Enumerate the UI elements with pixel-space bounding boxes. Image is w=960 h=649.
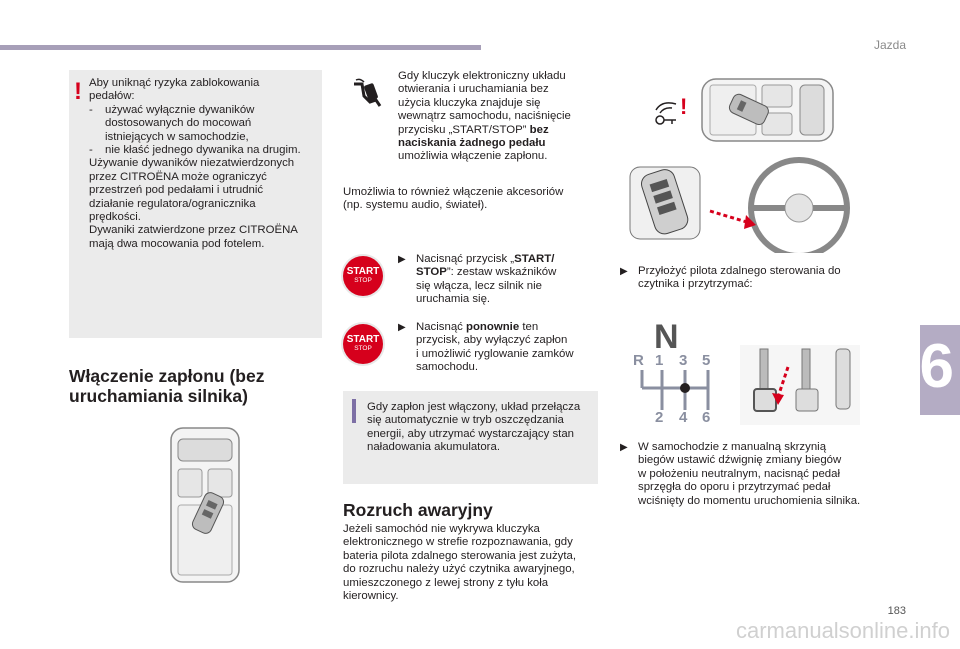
car-top-view-illustration: [700, 77, 835, 143]
bullet-arrow-icon: ▶: [620, 442, 628, 453]
info-box: [343, 391, 598, 484]
section-heading-ignition: Włączenie zapłonu (bez uruchamiania siln…: [69, 366, 265, 406]
info-icon: [352, 399, 356, 423]
warning-text: Aby uniknąć ryzyka zablokowania pedałów:…: [89, 77, 321, 251]
bullet-arrow-icon: ▶: [398, 322, 406, 333]
step-clutch-neutral: ▶ W samochodzie z manualną skrzynią bieg…: [620, 441, 861, 507]
header-bar: [0, 45, 481, 50]
watermark: carmanualsonline.info: [735, 618, 950, 643]
key-warning-icon: [652, 98, 692, 126]
ignition-intro: Gdy kluczyk elektroniczny układu otwiera…: [398, 70, 571, 163]
pedals-illustration: [740, 345, 860, 425]
warning-box: [69, 70, 322, 338]
keyless-hand-icon: [350, 78, 384, 110]
warning-icon: !: [74, 78, 82, 105]
accessories-text: Umożliwia to również włączenie akcesorió…: [343, 186, 564, 212]
step-press-again: ▶ Nacisnąć ponownie ten przycisk, aby wy…: [398, 321, 574, 374]
car-top-view-illustration: [168, 425, 242, 585]
step-press-start: ▶ Nacisnąć przycisk „START/ STOP”: zesta…: [398, 253, 557, 306]
chapter-tab: [920, 325, 960, 415]
chapter-number: 6: [919, 332, 954, 401]
section-heading-emergency: Rozruch awaryjny: [343, 500, 493, 520]
gear-pattern-diagram: [630, 350, 720, 430]
step-hold-remote: ▶ Przyłożyć pilota zdalnego sterowania d…: [620, 265, 841, 291]
bullet-arrow-icon: ▶: [398, 254, 406, 265]
list-item: -używać wyłącznie dywaników: [89, 103, 255, 116]
page-number: 183: [887, 605, 906, 617]
emergency-text: Jeżeli samochód nie wykrywa kluczyka ele…: [343, 523, 577, 603]
steering-reader-illustration: [624, 153, 854, 253]
bullet-arrow-icon: ▶: [620, 266, 628, 277]
warning-icon: !: [680, 94, 688, 119]
list-item: -nie kłaść jednego dywanika na drugim.: [89, 144, 301, 157]
section-title: Jazda: [873, 38, 906, 52]
info-text: Gdy zapłon jest włączony, układ przełącz…: [367, 401, 581, 454]
gear-neutral-label: N: [654, 318, 679, 356]
